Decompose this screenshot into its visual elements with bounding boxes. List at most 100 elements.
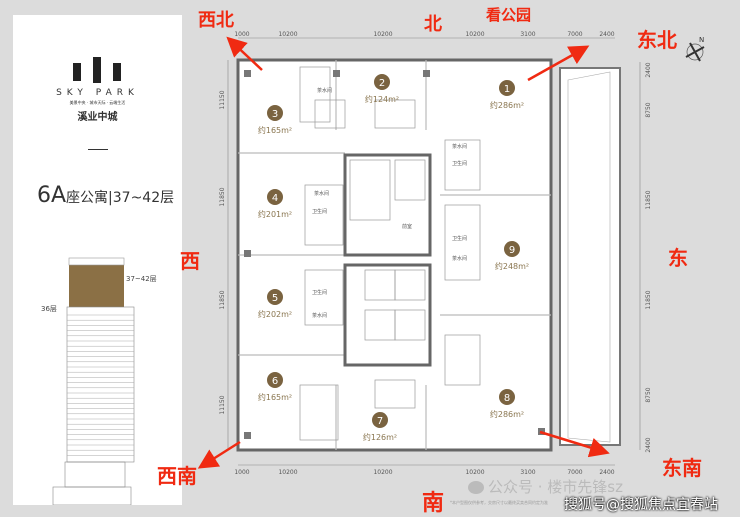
direction-arrows xyxy=(197,36,610,469)
dim-bottom: 10200 xyxy=(465,469,484,476)
lower-floor-label: 36层 xyxy=(41,305,57,313)
label-southeast: 东南 xyxy=(662,456,702,480)
dim-top: 1000 xyxy=(234,31,249,38)
dim-right: 2400 xyxy=(645,437,652,452)
dim-top: 10200 xyxy=(465,31,484,38)
room-label-tea: 茶水间 xyxy=(452,255,467,262)
unit-number: 7 xyxy=(377,416,383,427)
watermark-wechat: 公众号 · 楼市先锋sz xyxy=(468,478,623,496)
unit-3: 3 约165m² xyxy=(258,105,292,135)
unit-area: 约165m² xyxy=(258,392,292,402)
wechat-text: 公众号 · 楼市先锋sz xyxy=(488,478,623,496)
label-southwest: 西南 xyxy=(157,464,197,488)
unit-badge xyxy=(499,80,515,96)
unit-badge xyxy=(267,105,283,121)
unit-5: 5 约202m² xyxy=(258,289,292,319)
unit-9: 9 约248m² xyxy=(495,241,529,271)
dim-right: 8750 xyxy=(645,387,652,402)
building-elevation: 37~42层 36层 xyxy=(41,257,157,505)
unit-badge xyxy=(267,189,283,205)
unit-8: 8 约286m² xyxy=(490,389,524,419)
unit-walls xyxy=(238,60,551,450)
dim-bottom: 1000 xyxy=(234,469,249,476)
unit-number: 1 xyxy=(504,84,510,95)
dim-bottom: 7000 xyxy=(567,469,582,476)
label-northeast: 东北 xyxy=(637,28,677,52)
unit-area: 约202m² xyxy=(258,309,292,319)
brand-logo-text: SKY PARK xyxy=(56,88,139,98)
unit-area: 约124m² xyxy=(365,94,399,104)
room-label-wc: 卫生间 xyxy=(452,160,467,167)
unit-2: 2 约124m² xyxy=(365,74,399,104)
label-south: 南 xyxy=(422,491,445,516)
unit-number: 6 xyxy=(272,376,278,387)
footnote: *本户型图仅供参考，交房尺寸以最终买卖合同约定为准 xyxy=(450,500,548,505)
room-label-wc: 卫生间 xyxy=(452,235,467,242)
brand-tagline: 美景中央 · 城市天际 · 云端生活 xyxy=(69,100,126,105)
skypark-logo xyxy=(73,57,123,83)
unit-area: 约126m² xyxy=(363,432,397,442)
unit-number: 9 xyxy=(509,245,515,256)
dim-right: 2400 xyxy=(645,62,652,77)
dim-left: 11850 xyxy=(219,187,226,206)
label-west: 西 xyxy=(180,249,200,273)
room-label-tea: 茶水间 xyxy=(312,312,327,319)
unit-badge xyxy=(374,74,390,90)
unit-badge xyxy=(499,389,515,405)
highlight-floors xyxy=(69,265,124,307)
label-north: 北 xyxy=(424,14,442,35)
unit-badge xyxy=(504,241,520,257)
dim-right: 8750 xyxy=(645,102,652,117)
unit-badge xyxy=(267,289,283,305)
compass: N xyxy=(685,36,705,62)
room-label-wc: 卫生间 xyxy=(312,289,327,296)
unit-6: 6 约165m² xyxy=(258,372,292,402)
page-title: 6A座公寓|37~42层 xyxy=(37,183,175,208)
unit-area: 约201m² xyxy=(258,209,292,219)
room-label-tea: 茶水间 xyxy=(317,87,332,94)
info-panel: SKY PARK 美景中央 · 城市天际 · 云端生活 溪业中城 6A座公寓|3… xyxy=(13,15,182,505)
dim-bottom: 10200 xyxy=(278,469,297,476)
dim-left: 11850 xyxy=(219,290,226,309)
dim-right: 11850 xyxy=(645,290,652,309)
unit-7: 7 约126m² xyxy=(363,412,397,442)
wechat-icon xyxy=(468,481,484,494)
dim-bottom: 3100 xyxy=(520,469,535,476)
label-northwest: 西北 xyxy=(198,10,234,31)
svg-text:N: N xyxy=(699,36,704,44)
divider xyxy=(88,149,108,150)
unit-badge xyxy=(267,372,283,388)
unit-area: 约286m² xyxy=(490,100,524,110)
watermark-sohu: 搜狐号@搜狐焦点宜春站 xyxy=(564,497,718,513)
room-label-tea: 茶水间 xyxy=(314,190,329,197)
dim-bottom: 2400 xyxy=(599,469,614,476)
label-park-view: 看公园 xyxy=(486,6,532,24)
unit-number: 2 xyxy=(379,78,385,89)
dim-right: 11850 xyxy=(645,190,652,209)
room-label-wc: 卫生间 xyxy=(312,208,327,215)
dim-left: 11150 xyxy=(219,90,226,109)
dim-top: 2400 xyxy=(599,31,614,38)
dim-bottom: 10200 xyxy=(373,469,392,476)
room-label-lobby: 前室 xyxy=(402,223,412,230)
dim-top: 3100 xyxy=(520,31,535,38)
dim-left: 11150 xyxy=(219,395,226,414)
label-east: 东 xyxy=(668,246,688,270)
unit-number: 5 xyxy=(272,293,278,304)
dim-top: 7000 xyxy=(567,31,582,38)
unit-1: 1 约286m² xyxy=(490,80,524,110)
unit-area: 约165m² xyxy=(258,125,292,135)
terrace xyxy=(559,67,621,446)
brand-name: 溪业中城 xyxy=(77,112,118,123)
unit-number: 8 xyxy=(504,393,510,404)
unit-number: 3 xyxy=(272,109,278,120)
unit-area: 约286m² xyxy=(490,409,524,419)
unit-area: 约248m² xyxy=(495,261,529,271)
core xyxy=(343,153,432,367)
room-label-tea: 茶水间 xyxy=(452,143,467,150)
dim-top: 10200 xyxy=(373,31,392,38)
unit-badge xyxy=(372,412,388,428)
upper-floor-label: 37~42层 xyxy=(126,275,157,283)
